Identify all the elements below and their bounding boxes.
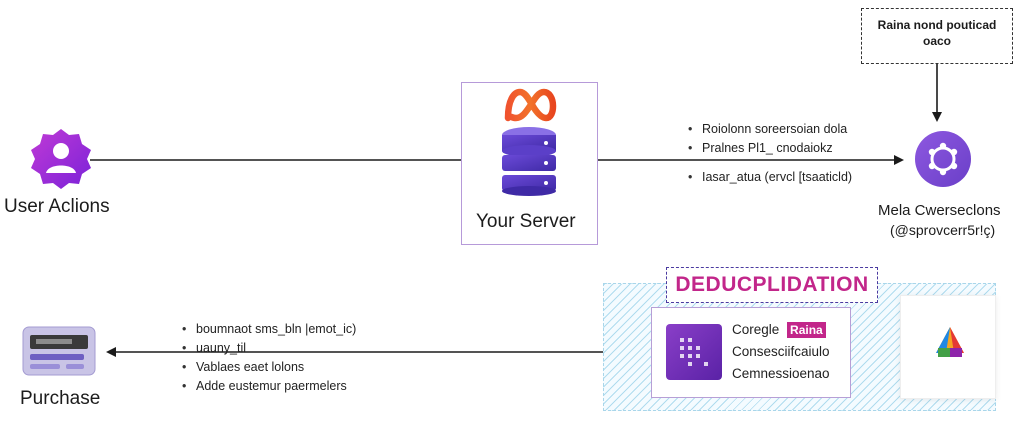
tag-manager-icon xyxy=(666,324,722,380)
bullet-item: Iasar_atua (ervcl [tsaaticld) xyxy=(688,168,852,187)
bullet-item: boumnaot sms_bln |emot_ic) xyxy=(182,320,356,339)
bullet-item: uauny_til xyxy=(182,339,356,358)
ga-panel xyxy=(900,295,996,399)
user-actions-node: User Aclions xyxy=(4,124,128,224)
purchase-label: Purchase xyxy=(20,388,101,409)
gtm-highlight-tag: Raina xyxy=(787,322,826,338)
note-box: Raina nond pouticad oaco xyxy=(861,8,1013,64)
server-capi-bullets: Roiolonn soreersoian dola Pralnes Pl1_ c… xyxy=(688,120,852,187)
meta-capi-icon xyxy=(915,131,971,187)
gtm-line-1-text: Coregle xyxy=(732,322,780,337)
bullet-item: Roiolonn soreersoian dola xyxy=(688,120,852,139)
server-label: Your Server xyxy=(476,211,576,232)
gtm-line-2: Consesciifcaiulo xyxy=(732,344,830,359)
gtm-line-3: Cemnessioenao xyxy=(732,366,830,381)
purchase-bullets: boumnaot sms_bln |emot_ic) uauny_til Vab… xyxy=(182,320,356,396)
database-server-icon xyxy=(502,127,556,196)
dedup-title: DEDUCPLIDATION xyxy=(666,267,878,303)
purchase-card-icon xyxy=(22,326,96,376)
purchase-node: Purchase xyxy=(14,326,114,416)
meta-capi-label-line1: Mela Cwerseclons xyxy=(878,202,1001,219)
gtm-box: Coregle Raina Consesciifcaiulo Cemnessio… xyxy=(651,307,851,398)
bullet-item: Vablaes eaet lolons xyxy=(182,358,356,377)
note-line-2: oaco xyxy=(922,34,951,48)
meta-capi-node: Mela Cwerseclons (@sprovcerr5r!ç) xyxy=(872,124,1022,244)
user-actions-label: User Aclions xyxy=(4,196,110,217)
google-analytics-icon xyxy=(936,327,964,357)
bullet-item: Pralnes Pl1_ cnodaiokz xyxy=(688,139,852,158)
bullet-item: Adde eustemur paermelers xyxy=(182,377,356,396)
meta-logo-icon xyxy=(504,88,557,122)
gtm-line-1: Coregle Raina xyxy=(732,320,826,340)
meta-capi-label-line2: (@sprovcerr5r!ç) xyxy=(890,222,996,238)
note-line-1: Raina nond pouticad xyxy=(877,18,997,32)
user-profile-icon xyxy=(31,129,91,189)
server-node: Your Server xyxy=(461,82,598,245)
